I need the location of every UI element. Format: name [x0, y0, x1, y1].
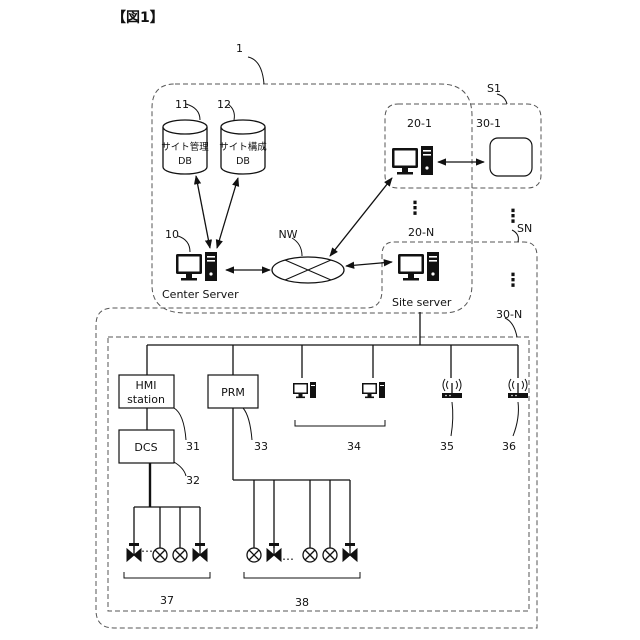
servers-ellipsis: ⋮	[406, 198, 424, 219]
center-server-ref: 10	[165, 228, 179, 241]
system-leader	[248, 57, 264, 84]
network-icon	[272, 257, 344, 283]
valves1-ref: 37	[160, 594, 174, 607]
pcs-bracket	[295, 420, 385, 426]
prm-ref: 33	[254, 440, 268, 453]
figure-title: 【図1】	[112, 10, 164, 26]
center-server-icon	[176, 252, 217, 281]
wireless-gateway-icon	[442, 379, 462, 398]
db2-label-line2: DB	[236, 156, 250, 167]
site1-label: S1	[487, 82, 501, 95]
meter-icon	[303, 548, 317, 562]
hmi-leader	[174, 408, 186, 440]
valve-icon	[343, 543, 357, 561]
meter-icon	[173, 548, 187, 562]
site-server-label: Site server	[392, 296, 452, 309]
wireless-gateway-icon	[508, 379, 528, 398]
devices-ellipsis: ⋮	[504, 270, 522, 291]
db1-label-line2: DB	[178, 156, 192, 167]
network-label: NW	[278, 228, 297, 241]
db2-ref: 12	[217, 98, 231, 111]
prm-devices-ellipsis: …	[282, 549, 294, 563]
hmi-ref: 31	[186, 440, 200, 453]
db1-label-line1: サイト管理	[161, 141, 209, 153]
center-server-label: Center Server	[162, 288, 239, 301]
valve-icon	[127, 543, 141, 561]
valves2-bracket	[244, 572, 360, 578]
meter-icon	[323, 548, 337, 562]
site1-leader	[497, 94, 507, 104]
hmi-label-line1: HMI	[135, 379, 156, 392]
db2-label-line1: サイト構成	[219, 141, 267, 153]
siteN-device-ref: 30-N	[496, 308, 522, 321]
pc-icon	[362, 382, 385, 398]
meter-icon	[247, 548, 261, 562]
sites-ellipsis: ⋮	[504, 206, 522, 227]
valves1-bracket	[124, 572, 210, 578]
wireless1-ref: 35	[440, 440, 454, 453]
valve-icon	[193, 543, 207, 561]
siteN-server-icon	[398, 252, 439, 281]
site1-server-ref: 20-1	[407, 117, 432, 130]
prm-leader	[243, 408, 252, 440]
center-ref-leader	[178, 236, 190, 252]
wireless2-ref: 36	[502, 440, 516, 453]
site-management-db: サイト管理 DB	[161, 120, 209, 174]
valve-icon	[267, 543, 281, 561]
site1-device-ref: 30-1	[476, 117, 501, 130]
dcs-devices-ellipsis: …	[141, 541, 153, 555]
dcs-ref: 32	[186, 474, 200, 487]
wireless1-leader	[451, 402, 453, 436]
nw-site1-link	[330, 178, 392, 256]
db1-center-link	[196, 176, 210, 248]
meter-icon	[153, 548, 167, 562]
site-configuration-db: サイト構成 DB	[219, 120, 267, 174]
site1-device	[490, 138, 532, 176]
dcs-label: DCS	[134, 441, 157, 454]
wireless2-leader	[513, 402, 518, 436]
system-ref: 1	[236, 42, 243, 55]
dcs-leader	[174, 462, 186, 476]
siteN-server-ref: 20-N	[408, 226, 434, 239]
db2-center-link	[217, 178, 238, 248]
db1-ref: 11	[175, 98, 189, 111]
site1-server-icon	[392, 146, 433, 175]
prm-label: PRM	[221, 386, 245, 399]
pc-icon	[293, 382, 316, 398]
valves2-ref: 38	[295, 596, 309, 609]
hmi-label-line2: station	[127, 393, 165, 406]
nw-siteN-link	[346, 262, 392, 266]
pcs-ref: 34	[347, 440, 361, 453]
